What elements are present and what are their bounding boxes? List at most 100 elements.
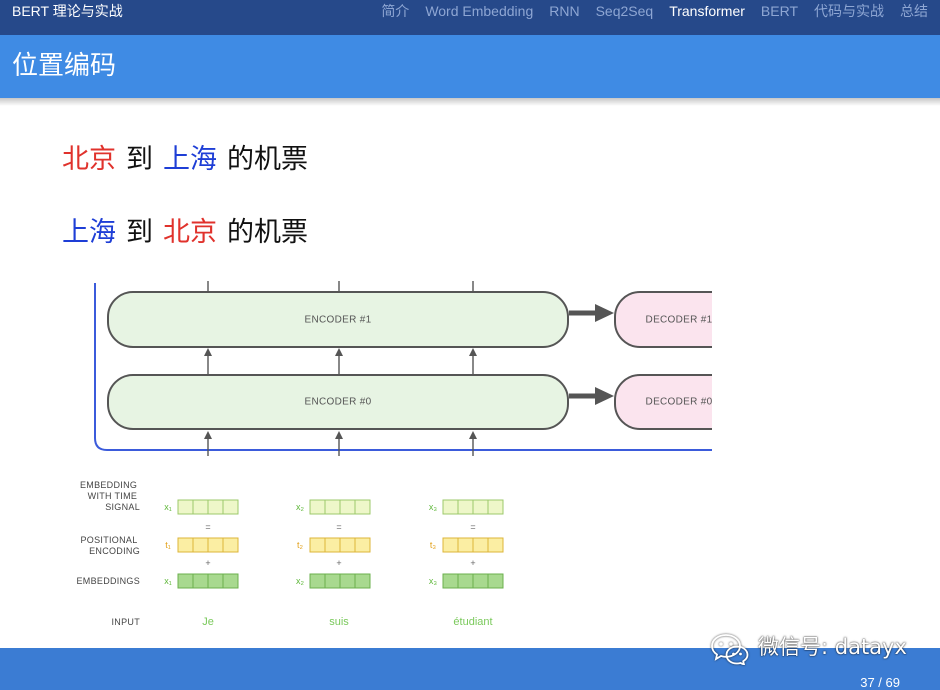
decoder-0-box	[614, 374, 712, 430]
positional-vector-label: t₁	[165, 540, 171, 550]
nav-section-transformer[interactable]: Transformer	[669, 3, 745, 19]
encoder-1-to-decoder-arrowhead	[595, 304, 614, 322]
positional-vector-label: t₂	[297, 540, 304, 550]
encoder-0-to-decoder-arrowhead	[595, 387, 614, 405]
positional-encoding-vector-cell	[177, 537, 194, 553]
encoder-0-to-1-arrowhead	[469, 348, 477, 356]
frame-title-bar: 位置编码	[0, 35, 940, 98]
positional-encoding-vector-cell	[457, 537, 474, 553]
embedding-to-encoder-arrowhead	[469, 431, 477, 439]
encoder-1-box	[107, 291, 569, 348]
embedding-vector-cell	[487, 573, 504, 589]
sentence-word: 到	[126, 217, 153, 248]
equals-operator: =	[470, 522, 475, 532]
positional-encoding-vector-cell	[339, 537, 356, 553]
equals-operator: =	[205, 522, 210, 532]
nav-section-rnn[interactable]: RNN	[549, 3, 580, 19]
time-signal-vector-label: x₁	[164, 502, 172, 512]
nav-section-seq2seq[interactable]: Seq2Seq	[595, 3, 654, 19]
embedding-vector-cell	[177, 573, 194, 589]
row-label-line: SIGNAL	[105, 502, 140, 512]
embedding-vector-cell	[457, 573, 474, 589]
embedding-vector-cell	[309, 573, 326, 589]
nav-section-intro[interactable]: 简介	[381, 3, 410, 19]
sentence-word: 上海	[163, 144, 217, 175]
decoder-0-label: DECODER #0	[646, 397, 712, 408]
row-label-line: WITH TIME	[88, 491, 138, 501]
positional-encoding-diagram: ENCODER #1 ENCODER #0 DECODER #1 DECODER…	[76, 281, 712, 628]
positional-encoding-vector-cell	[472, 537, 489, 553]
sentence-word: 的机票	[227, 144, 308, 175]
wechat-icon	[711, 634, 749, 665]
time-signal-vector-cell	[309, 499, 326, 515]
decoder-1-label: DECODER #1	[646, 315, 712, 326]
row-label-positional-encoding: POSITIONAL ENCODING	[81, 535, 141, 556]
example-sentence-1: 北京 到 上海 的机票	[62, 142, 308, 178]
plus-operator: +	[470, 558, 475, 568]
time-signal-vector-cell	[442, 499, 459, 515]
embedding-vector-cell	[222, 573, 239, 589]
encoder-1-label: ENCODER #1	[305, 315, 372, 326]
positional-encoding-vector-cell	[309, 537, 326, 553]
time-signal-vector-cell	[207, 499, 224, 515]
encoder-0-box	[107, 374, 569, 430]
row-label-line: EMBEDDING	[80, 480, 137, 490]
time-signal-vector-cell	[177, 499, 194, 515]
sentence-word: 上海	[62, 217, 116, 248]
sentence-word: 北京	[62, 144, 116, 175]
time-signal-vector-cell	[339, 499, 356, 515]
embedding-vector-label: x₂	[296, 576, 305, 586]
sentence-word: 到	[126, 144, 153, 175]
embedding-vector-cell	[339, 573, 356, 589]
time-signal-vector-cell	[324, 499, 341, 515]
footer-bar: 37 / 69	[0, 648, 940, 690]
presentation-title: BERT 理论与实战	[12, 3, 123, 19]
positional-vector-label: t₃	[430, 540, 437, 550]
row-label-input: INPUT	[112, 617, 141, 627]
encoder-stack-connection-line	[94, 283, 712, 451]
section-navigation: 简介 Word Embedding RNN Seq2Seq Transforme…	[381, 1, 928, 21]
positional-encoding-vector-cell	[222, 537, 239, 553]
embedding-vector-cell	[442, 573, 459, 589]
vector-cells	[177, 499, 504, 589]
embedding-vector-cell	[354, 573, 371, 589]
input-word: suis	[329, 616, 349, 628]
embedding-vector-cell	[192, 573, 209, 589]
time-signal-vector-label: x₂	[296, 502, 305, 512]
embedding-vector-cell	[324, 573, 341, 589]
time-signal-vector-cell	[457, 499, 474, 515]
embedding-vector-label: x₃	[429, 576, 438, 586]
sentence-word: 北京	[163, 217, 217, 248]
row-label-line: ENCODING	[89, 546, 140, 556]
nav-section-code-practice[interactable]: 代码与实战	[814, 3, 884, 19]
equals-operator: =	[336, 522, 341, 532]
embedding-to-encoder-arrowhead	[204, 431, 212, 439]
watermark-text: 微信号: datayx	[758, 635, 907, 659]
decoder-1-box	[614, 291, 712, 348]
encoder-0-to-1-arrowhead	[204, 348, 212, 356]
title-bar-shadow	[0, 98, 940, 106]
embedding-vector-cell	[472, 573, 489, 589]
token-column-1: x₁ = t₁ + x₁ Je	[164, 502, 214, 628]
frame-title: 位置编码	[12, 51, 117, 81]
example-sentence-2: 上海 到 北京 的机票	[62, 215, 308, 251]
token-column-2: x₂ = t₂ + x₂ suis	[296, 502, 349, 628]
flow-arrows	[204, 281, 477, 456]
positional-encoding-vector-cell	[324, 537, 341, 553]
time-signal-vector-cell	[192, 499, 209, 515]
nav-section-bert[interactable]: BERT	[760, 3, 798, 19]
time-signal-vector-cell	[472, 499, 489, 515]
embedding-vector-cell	[207, 573, 224, 589]
positional-encoding-vector-cell	[207, 537, 224, 553]
input-word: Je	[202, 616, 214, 628]
row-label-line: POSITIONAL	[81, 535, 138, 545]
nav-section-summary[interactable]: 总结	[900, 3, 928, 19]
positional-encoding-vector-cell	[487, 537, 504, 553]
nav-section-word-embedding[interactable]: Word Embedding	[425, 3, 534, 19]
time-signal-vector-label: x₃	[429, 502, 438, 512]
time-signal-vector-cell	[487, 499, 504, 515]
plus-operator: +	[205, 558, 210, 568]
top-navigation-bar: BERT 理论与实战 简介 Word Embedding RNN Seq2Seq…	[0, 0, 940, 35]
positional-encoding-vector-cell	[192, 537, 209, 553]
